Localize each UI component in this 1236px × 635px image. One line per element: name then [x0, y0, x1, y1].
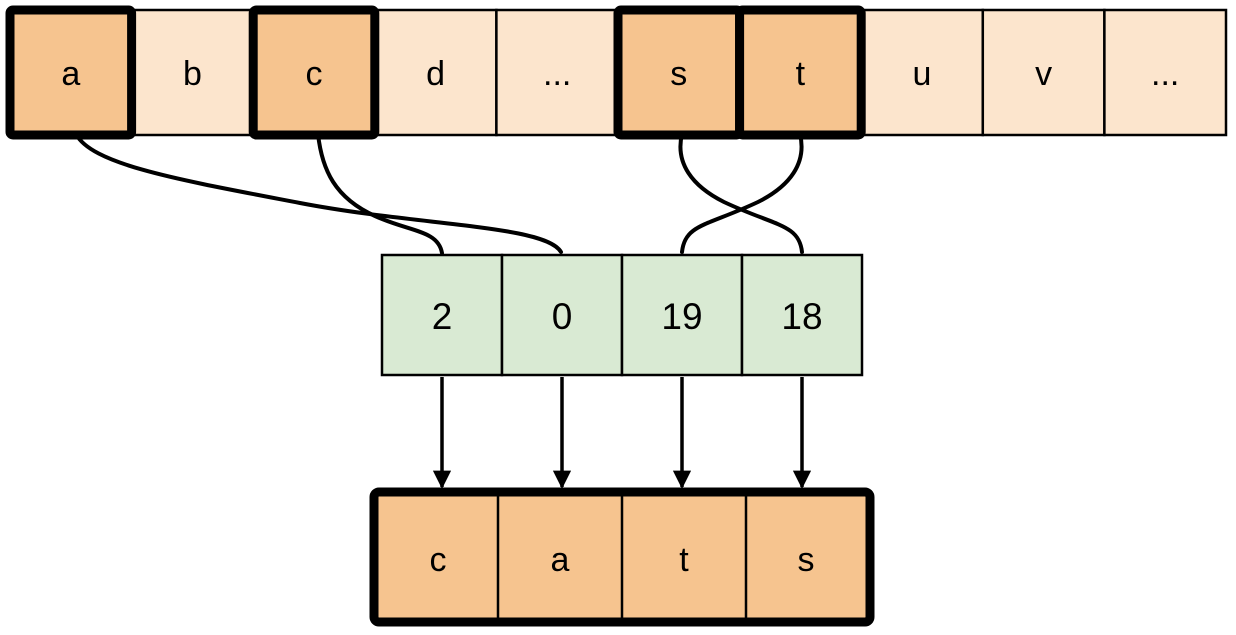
index-value-18: 18 — [781, 296, 822, 337]
alphabet-cell-v — [981, 8, 1106, 137]
alphabet-label-s: s — [670, 55, 687, 93]
curve-t-to-index19 — [680, 132, 804, 254]
alphabet-cell-ellipsis-1 — [495, 8, 620, 137]
index-value-2: 2 — [432, 296, 453, 337]
alphabet-label-ellipsis-1: ... — [543, 55, 571, 93]
output-array: c a t s — [369, 487, 875, 627]
curve-c-to-index2 — [316, 132, 444, 255]
alphabet-label-a: a — [61, 55, 80, 93]
alphabet-cell-a-highlighted — [5, 5, 137, 140]
output-letter-a: a — [551, 541, 570, 579]
alphabet-cell-d — [373, 8, 498, 137]
output-letter-c: c — [430, 541, 447, 579]
output-letter-s: s — [798, 541, 815, 579]
alphabet-cell-ellipsis-2 — [1103, 8, 1228, 137]
curve-s-to-index18 — [678, 132, 804, 254]
alphabet-array: a b c d ... s t u v ... — [5, 5, 1228, 140]
alphabet-label-u: u — [913, 55, 932, 93]
index-cell-19 — [620, 253, 744, 377]
alphabet-cell-b — [130, 8, 255, 137]
alphabet-label-d: d — [426, 55, 445, 93]
index-to-output-arrows — [432, 377, 812, 489]
alphabet-label-b: b — [183, 55, 202, 93]
alphabet-label-c: c — [306, 55, 323, 93]
alphabet-label-t: t — [796, 55, 806, 93]
alphabet-cell-c-highlighted — [248, 5, 380, 140]
alphabet-label-ellipsis-2: ... — [1151, 55, 1179, 93]
output-letter-t: t — [679, 541, 689, 579]
letter-to-index-curves — [74, 132, 804, 255]
index-value-19: 19 — [661, 296, 702, 337]
index-cell-18 — [740, 253, 864, 377]
index-array: 2 0 19 18 — [380, 253, 864, 377]
curve-a-to-index0 — [74, 132, 563, 254]
alphabet-label-v: v — [1035, 55, 1052, 93]
index-cell-2 — [380, 253, 504, 377]
index-value-0: 0 — [552, 296, 573, 337]
